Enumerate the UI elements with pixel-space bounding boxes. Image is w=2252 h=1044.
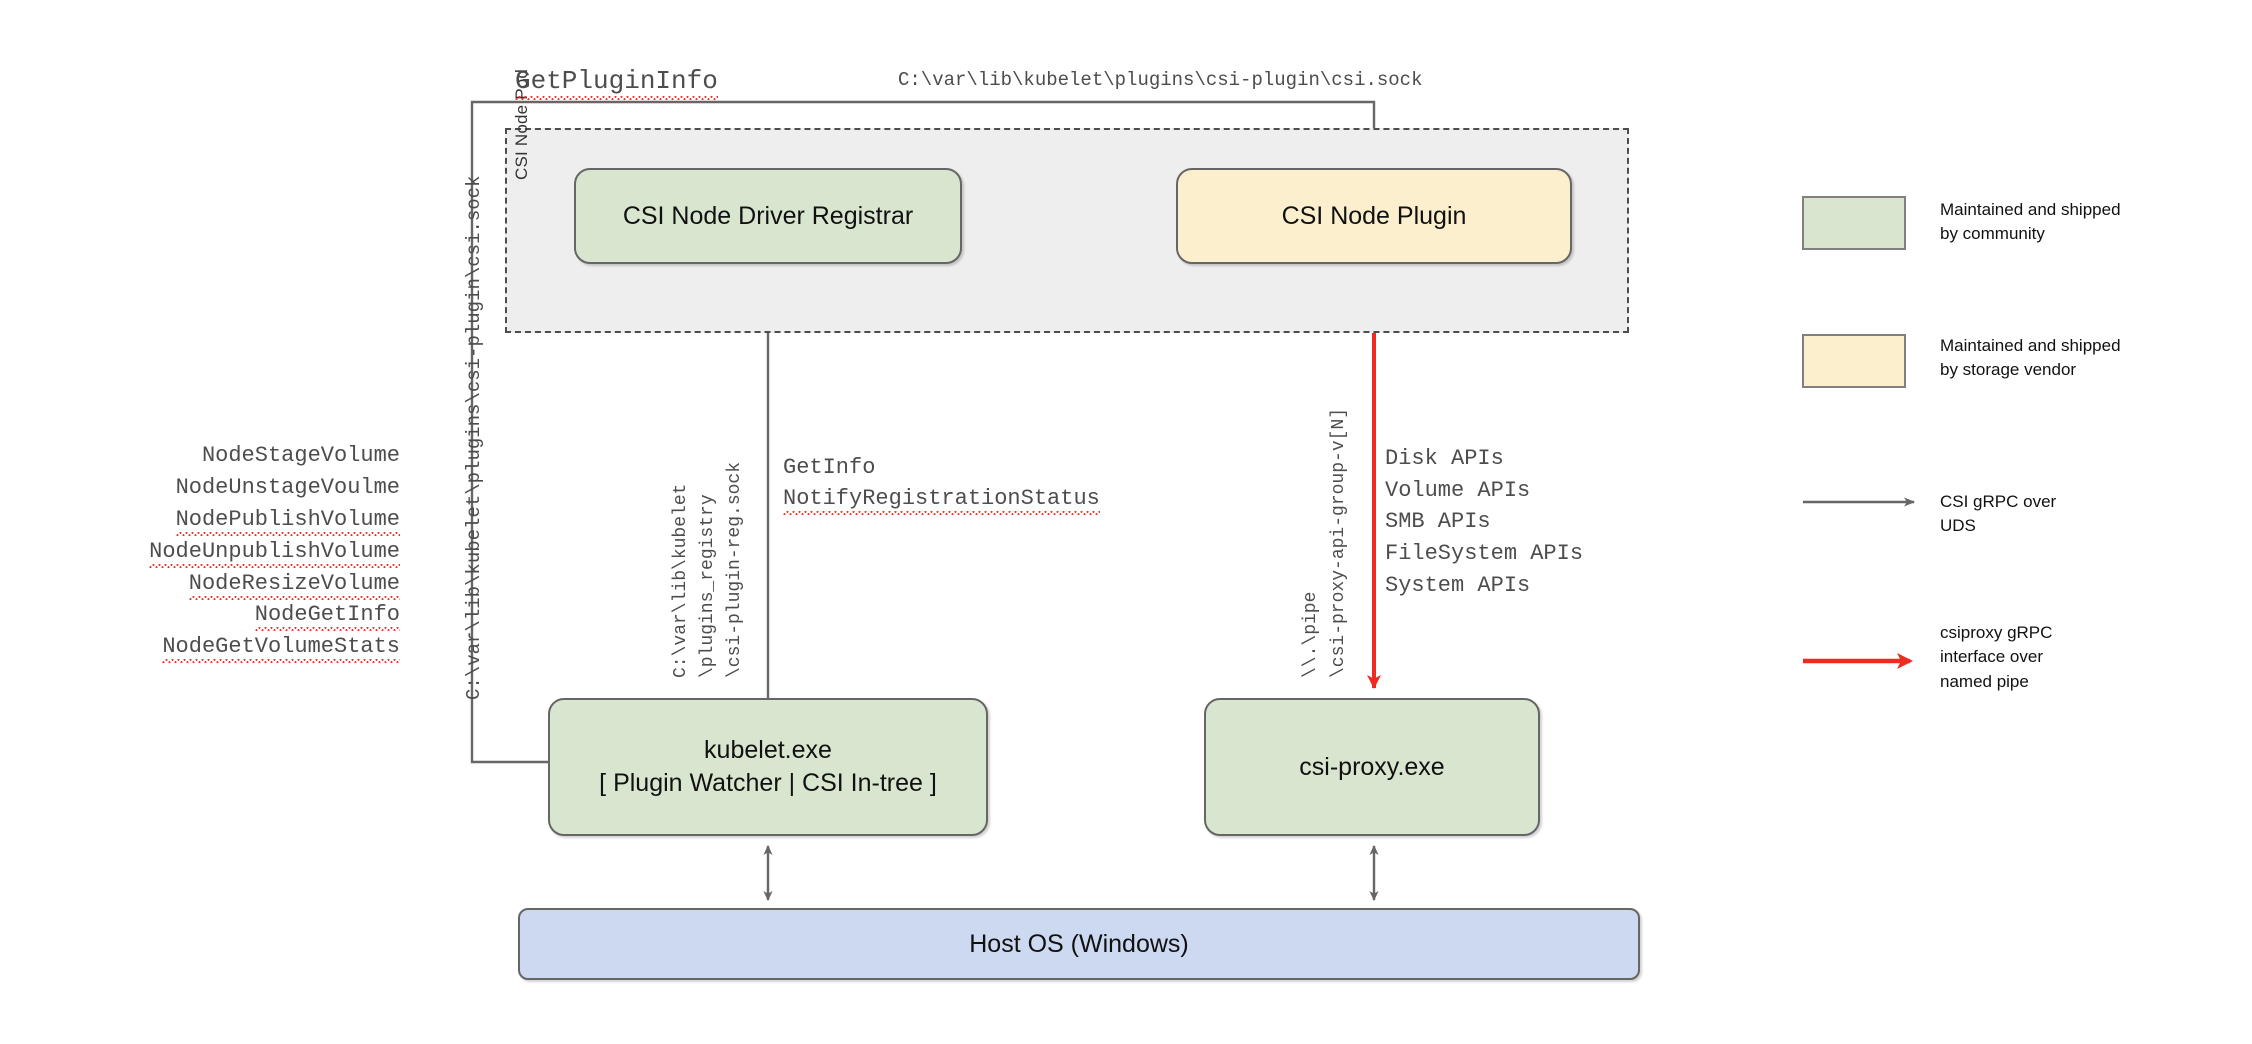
list-item: NodeUnstageVoulme — [175, 474, 400, 500]
path-line-1: C:\var\lib\kubelet — [671, 483, 691, 678]
list-item: GetInfo — [783, 455, 876, 480]
label-plugins-registry-path: C:\var\lib\kubelet \plugins_registry \cs… — [668, 462, 749, 678]
legend-arrow-red-icon — [1803, 653, 1913, 669]
node-host-os[interactable]: Host OS (Windows) — [518, 908, 1640, 980]
csi-proxy-api-list: Disk APIs Volume APIs SMB APIs FileSyste… — [1385, 443, 1583, 601]
legend-label-community: Maintained and shipped by community — [1940, 200, 2121, 244]
list-item: NodeResizeVolume — [110, 568, 400, 600]
list-item: Volume APIs — [1385, 477, 1531, 503]
label-named-pipe-path: \\.\pipe \csi-proxy-api-group-v[N] — [1298, 408, 1354, 678]
legend-swatch-community — [1802, 196, 1906, 250]
node-label: csi-proxy.exe — [1299, 752, 1445, 781]
path-line-3: \csi-plugin-reg.sock — [725, 461, 745, 678]
node-csi-node-driver-registrar[interactable]: CSI Node Driver Registrar — [574, 168, 962, 264]
path-line-2: \csi-proxy-api-group-v[N] — [1328, 407, 1349, 678]
node-label: Host OS (Windows) — [969, 929, 1189, 958]
list-item: NodePublishVolume — [110, 504, 400, 536]
node-service-api-list: NodeStageVolume NodeUnstageVoulme NodePu… — [110, 440, 400, 663]
list-item: NodeGetInfo — [110, 599, 400, 631]
list-item: NodeStageVolume — [201, 443, 400, 468]
node-csi-node-plugin[interactable]: CSI Node Plugin — [1176, 168, 1572, 264]
label-get-plugin-info: GetPluginInfo — [515, 66, 718, 96]
legend-label-csiproxy-named-pipe: csiproxy gRPC interface over named pipe — [1940, 623, 2053, 691]
legend-swatch-storage-vendor — [1802, 334, 1906, 388]
list-item: System APIs — [1385, 572, 1531, 598]
node-label: CSI Node Driver Registrar — [622, 201, 914, 230]
list-item: NodeGetVolumeStats — [110, 631, 400, 663]
label-csi-sock-path-top: C:\var\lib\kubelet\plugins\csi-plugin\cs… — [898, 69, 1423, 91]
node-kubelet-exe[interactable]: kubelet.exe [ Plugin Watcher | CSI In-tr… — [548, 698, 988, 836]
list-item: SMB APIs — [1385, 509, 1491, 535]
registration-call-list: GetInfo NotifyRegistrationStatus — [783, 452, 1100, 514]
legend-label-csi-grpc-uds: CSI gRPC over UDS — [1940, 492, 2057, 536]
legend-arrow-grey-icon — [1803, 497, 1915, 507]
node-label-secondary: [ Plugin Watcher | CSI In-tree ] — [599, 769, 937, 797]
list-item: FileSystem APIs — [1385, 541, 1584, 567]
node-label: CSI Node Plugin — [1281, 201, 1467, 230]
node-label-primary: kubelet.exe — [704, 736, 832, 764]
node-csi-proxy-exe[interactable]: csi-proxy.exe — [1204, 698, 1540, 836]
legend-label-storage-vendor: Maintained and shipped by storage vendor — [1940, 336, 2121, 380]
list-item: Disk APIs — [1385, 446, 1504, 471]
path-line-2: \plugins_registry — [698, 494, 718, 678]
label-csi-sock-path-left: C:\var\lib\kubelet\plugins\csi-plugin\cs… — [463, 175, 485, 701]
list-item: NotifyRegistrationStatus — [783, 483, 1100, 514]
path-line-1: \\.\pipe — [1301, 591, 1321, 678]
list-item: NodeUnpublishVolume — [110, 536, 400, 568]
